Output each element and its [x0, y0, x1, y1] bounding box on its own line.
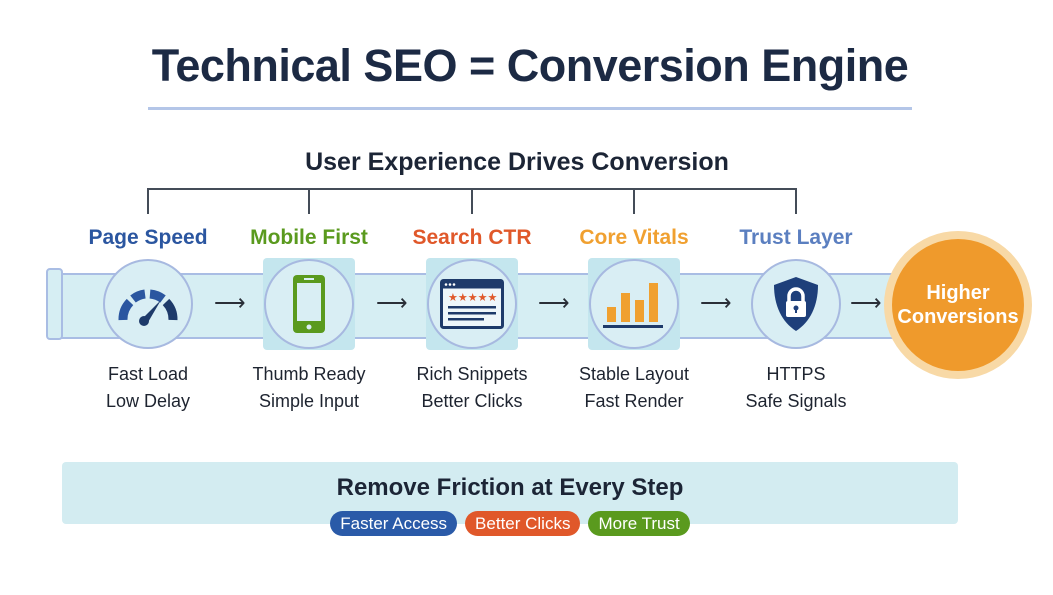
step-label-core-vitals: Core Vitals [579, 226, 689, 249]
step-label-mobile-first: Mobile First [250, 226, 368, 249]
bracket-tick [147, 188, 149, 214]
caption-line: Fast Render [584, 391, 684, 411]
bar-chart-icon [603, 283, 663, 328]
step-node-page-speed [103, 259, 193, 349]
pill-faster-access: Faster Access [330, 511, 458, 536]
step-label-page-speed: Page Speed [88, 226, 208, 249]
arrow-icon: ⟶ [376, 290, 408, 315]
pill-row: Faster Access Better Clicks More Trust [62, 511, 958, 536]
step-node-search-ctr: ★★★★★ [427, 259, 517, 349]
step-label-search-ctr: Search CTR [412, 226, 532, 249]
footer-title: Remove Friction at Every Step [336, 474, 684, 501]
speedometer-icon [118, 289, 178, 326]
step-caption: HTTPS Safe Signals [696, 361, 896, 415]
arrow-icon: ⟶ [700, 290, 732, 315]
svg-text:★★★★★: ★★★★★ [448, 291, 497, 304]
arrow-icon: ⟶ [850, 290, 882, 315]
step-node-core-vitals [589, 259, 679, 349]
subtitle: User Experience Drives Conversion [305, 148, 729, 176]
step-node-mobile-first [264, 259, 354, 349]
arrow-icon: ⟶ [538, 290, 570, 315]
arrow-icon: ⟶ [214, 290, 246, 315]
title-underline [148, 107, 912, 110]
bracket-tick [308, 188, 310, 214]
caption-line: Safe Signals [745, 391, 847, 411]
caption-line: Simple Input [258, 391, 360, 411]
goal-line: Higher [926, 282, 990, 304]
step-node-trust-layer [751, 259, 841, 349]
page-title: Technical SEO = Conversion Engine [151, 40, 909, 91]
pill-better-clicks: Better Clicks [465, 511, 581, 536]
search-result-icon: ★★★★★ [440, 279, 504, 329]
caption-line: Stable Layout [578, 364, 690, 384]
caption-line: Low Delay [105, 391, 191, 411]
caption-line: Fast Load [107, 364, 189, 384]
caption-line: Better Clicks [421, 391, 523, 411]
pill-more-trust: More Trust [588, 511, 690, 536]
step-label-trust-layer: Trust Layer [739, 226, 853, 249]
bracket-tick [471, 188, 473, 214]
caption-line: Rich Snippets [416, 364, 528, 384]
smartphone-icon [293, 275, 325, 333]
bracket-tick [633, 188, 635, 214]
shield-lock-icon [774, 277, 818, 331]
goal-line: Conversions [897, 306, 1019, 328]
bracket-tick [795, 188, 797, 214]
pipeline-cap [46, 268, 63, 340]
caption-line: HTTPS [766, 364, 826, 384]
caption-line: Thumb Ready [252, 364, 366, 384]
